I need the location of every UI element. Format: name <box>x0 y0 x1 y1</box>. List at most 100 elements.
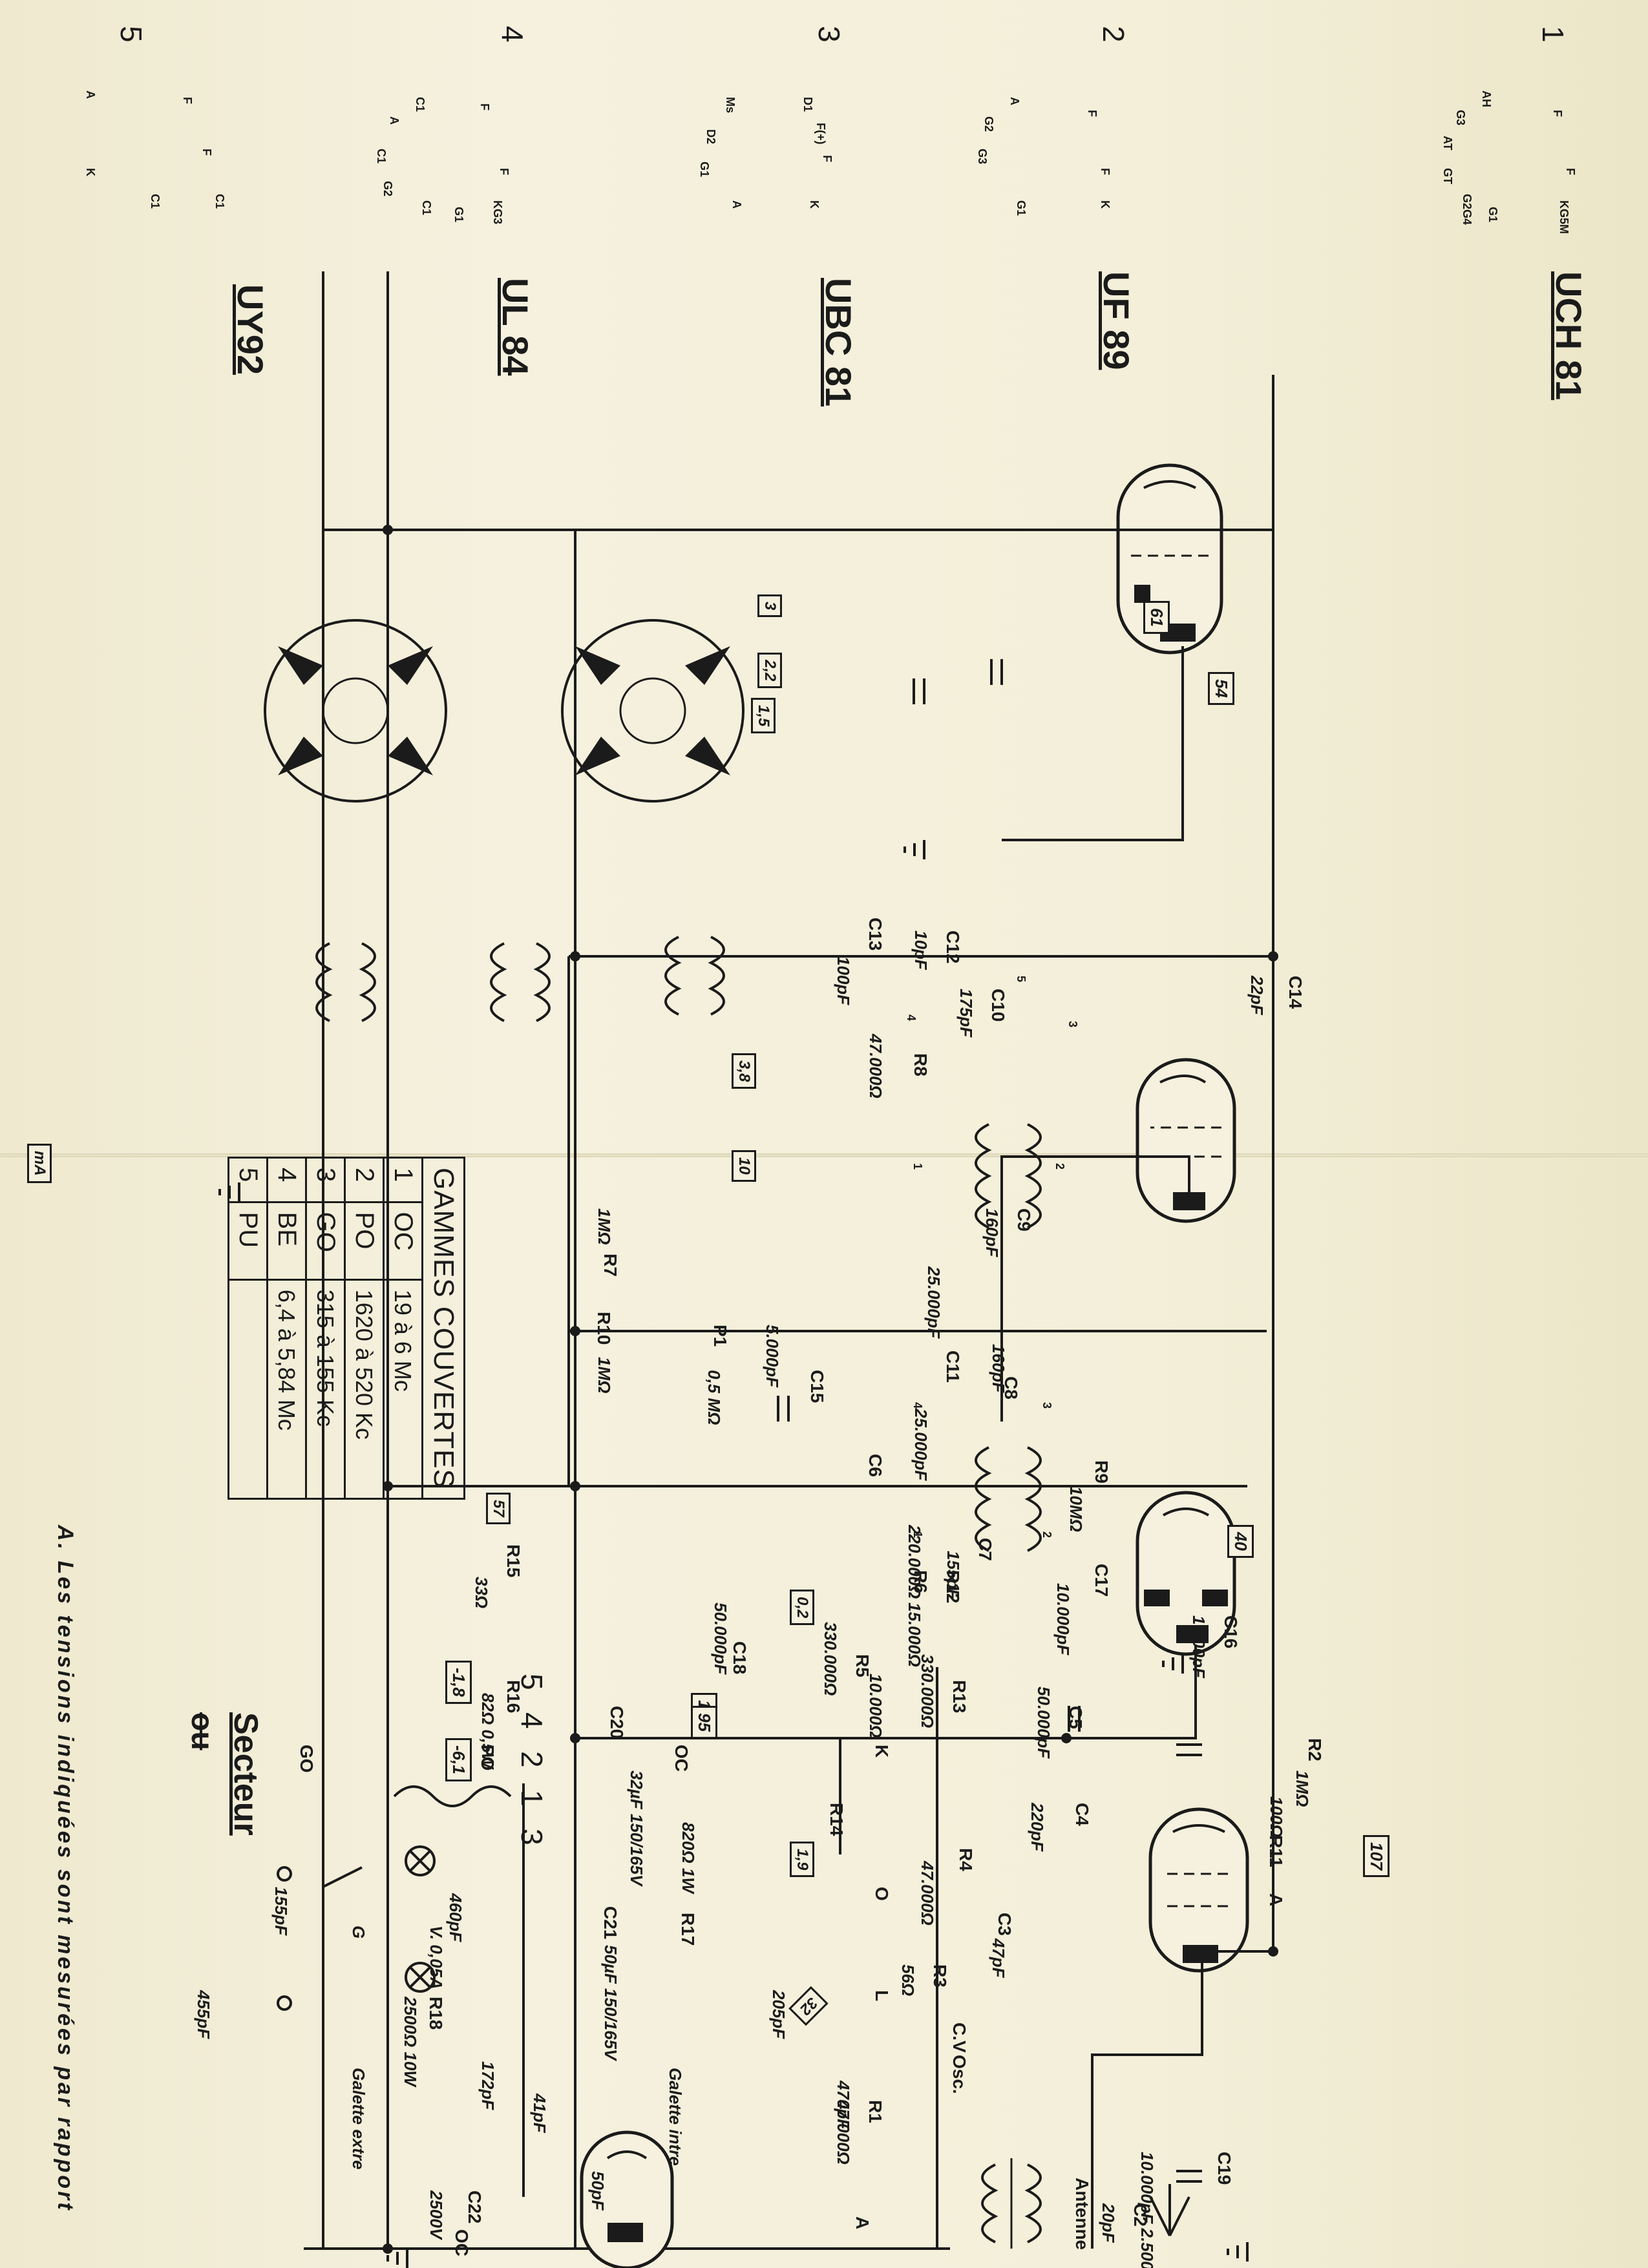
component-ref: R4 <box>956 1848 976 1871</box>
voltage-diamond: 1,5 <box>751 698 776 734</box>
table-row: 5 PU <box>228 1157 268 1499</box>
column-number: 5 <box>114 26 148 43</box>
junction-dots <box>383 525 1278 2254</box>
component-value: 33Ω <box>472 1577 491 1609</box>
gammes-n: 3 <box>306 1157 345 1202</box>
secteur-title: Secteur <box>227 1712 264 1836</box>
footer-text: Les tensions indiquées sont mesurées par… <box>53 1560 78 2212</box>
component-value: 1MΩ <box>1293 1770 1312 1807</box>
tube-pin-label: K <box>808 200 821 209</box>
component-ref: C21 <box>600 1906 620 1940</box>
terminal-label: K <box>872 1745 892 1758</box>
gammes-range: 6,4 à 5,84 Mc <box>267 1279 306 1499</box>
gammes-code: BE <box>267 1202 306 1280</box>
voltage-diamond: mA <box>27 1144 52 1183</box>
misc-value: G <box>349 1926 368 1939</box>
component-value: 20pF <box>1099 2203 1118 2243</box>
tube-pin-label: AH <box>1480 90 1493 107</box>
component-ref: C22 <box>465 2190 485 2224</box>
tube-pin-label: F <box>200 149 213 156</box>
component-ref: C17 <box>1092 1564 1112 1597</box>
component-ref: C11 <box>943 1350 963 1383</box>
component-ref: R10 <box>594 1312 614 1345</box>
tube-pin-label: F <box>1564 168 1577 175</box>
tube-pin-label: Ms <box>724 97 737 114</box>
tube-label: UBC 81 <box>818 278 859 407</box>
component-ref: R18 <box>426 1997 446 2030</box>
component-ref: C5 <box>1066 1706 1086 1729</box>
voltage-box: 107 <box>1363 1835 1389 1878</box>
tube-pin-label: F <box>821 155 834 162</box>
coil-pin: 4 <box>905 1014 918 1022</box>
gammes-code: OC <box>383 1202 423 1280</box>
voltage-diamond: 0,2 <box>790 1590 814 1626</box>
footer-note: A. Les tensions indiquées sont mesurées … <box>52 1525 78 2212</box>
gammes-code: GO <box>306 1202 345 1280</box>
transformer-tap: 4 <box>515 1712 549 1729</box>
tube-pin-label: C1 <box>375 149 388 164</box>
tube-pin-label: D1 <box>801 97 814 112</box>
gammes-code: PO <box>344 1202 384 1280</box>
component-ref: C19 <box>1214 2152 1234 2185</box>
tube-label: UY92 <box>230 284 271 375</box>
component-ref: C2 <box>1130 2203 1150 2227</box>
table-row: 3 GO 315 à 155 Kc <box>306 1157 345 1499</box>
tube-ul84 <box>1148 1807 1249 1973</box>
tube-pin-label: F <box>1551 110 1564 117</box>
tube-pin-label: C1 <box>213 194 226 209</box>
galette-exter <box>264 619 447 803</box>
component-value: 330.000Ω <box>821 1622 840 1696</box>
tube-pin-label: G1 <box>1486 207 1499 223</box>
misc-value: 50pF <box>588 2171 607 2210</box>
tube-pin-label: F <box>498 168 511 175</box>
component-value: 50.000pF <box>711 1602 730 1675</box>
component-value: 2500Ω 10W <box>401 1997 420 2086</box>
component-ref: C20 <box>607 1706 627 1739</box>
tube-pin-label: F <box>478 103 491 110</box>
power-transformer <box>393 1783 525 2197</box>
misc-value: 205pF <box>769 1990 788 2039</box>
mains-switch <box>277 1866 363 2011</box>
component-value: 25.000pF <box>911 1409 931 1481</box>
transformer-tap: 2 <box>515 1751 549 1768</box>
tube-pin-label: G1 <box>1015 200 1028 216</box>
tube-pin-label: G2 <box>982 116 995 132</box>
tube-pin-label: F <box>1099 168 1112 175</box>
component-ref: C16 <box>1221 1615 1241 1649</box>
tube-pin-label: K <box>1099 200 1112 209</box>
component-value: 220pF <box>1028 1803 1047 1852</box>
component-value: 1MΩ <box>595 1357 614 1394</box>
tube-pin-label: K <box>84 168 97 176</box>
tube-pin-label: KG5M <box>1558 200 1570 235</box>
gammes-range <box>228 1279 268 1499</box>
gammes-range: 1620 à 520 Kc <box>344 1279 384 1499</box>
tube-pin-label: D2 <box>704 129 717 145</box>
gammes-table: GAMMES COUVERTES 1 OC 19 à 6 Mc 2 PO 162… <box>227 1157 465 1500</box>
misc-value: 172pF <box>478 2061 498 2110</box>
tube-label: UF 89 <box>1096 271 1137 370</box>
component-value: 47.000Ω <box>866 1034 885 1098</box>
if-transformer-1 <box>975 1446 1042 1552</box>
tube-pin-label: F <box>181 97 194 104</box>
tube-pin-label: C1 <box>420 200 433 216</box>
tube-uf89 <box>1136 1058 1236 1223</box>
component-ref: R11 <box>1266 1835 1286 1867</box>
po-coil <box>490 942 551 1022</box>
antenna-label: Antenne <box>1072 2178 1092 2250</box>
tube-uch81 <box>1116 463 1223 655</box>
component-ref: R3 <box>930 1964 950 1988</box>
tube-uy92 <box>580 2130 674 2268</box>
footer-prefix: A. <box>53 1525 78 1552</box>
component-ref: R14 <box>827 1803 847 1836</box>
component-ref: C7 <box>975 1538 995 1561</box>
tube-pin-label: G1 <box>698 162 711 178</box>
coil-pin: 2 <box>1053 1163 1066 1170</box>
component-value: 820Ω 1W <box>679 1822 698 1893</box>
ground-symbols <box>218 840 1249 2268</box>
coil-pin: 1 <box>911 1531 924 1538</box>
tube-pin-label: GT <box>1441 168 1454 184</box>
coil-pin: 1 <box>911 1163 924 1170</box>
tube-label: UL 84 <box>495 278 536 376</box>
